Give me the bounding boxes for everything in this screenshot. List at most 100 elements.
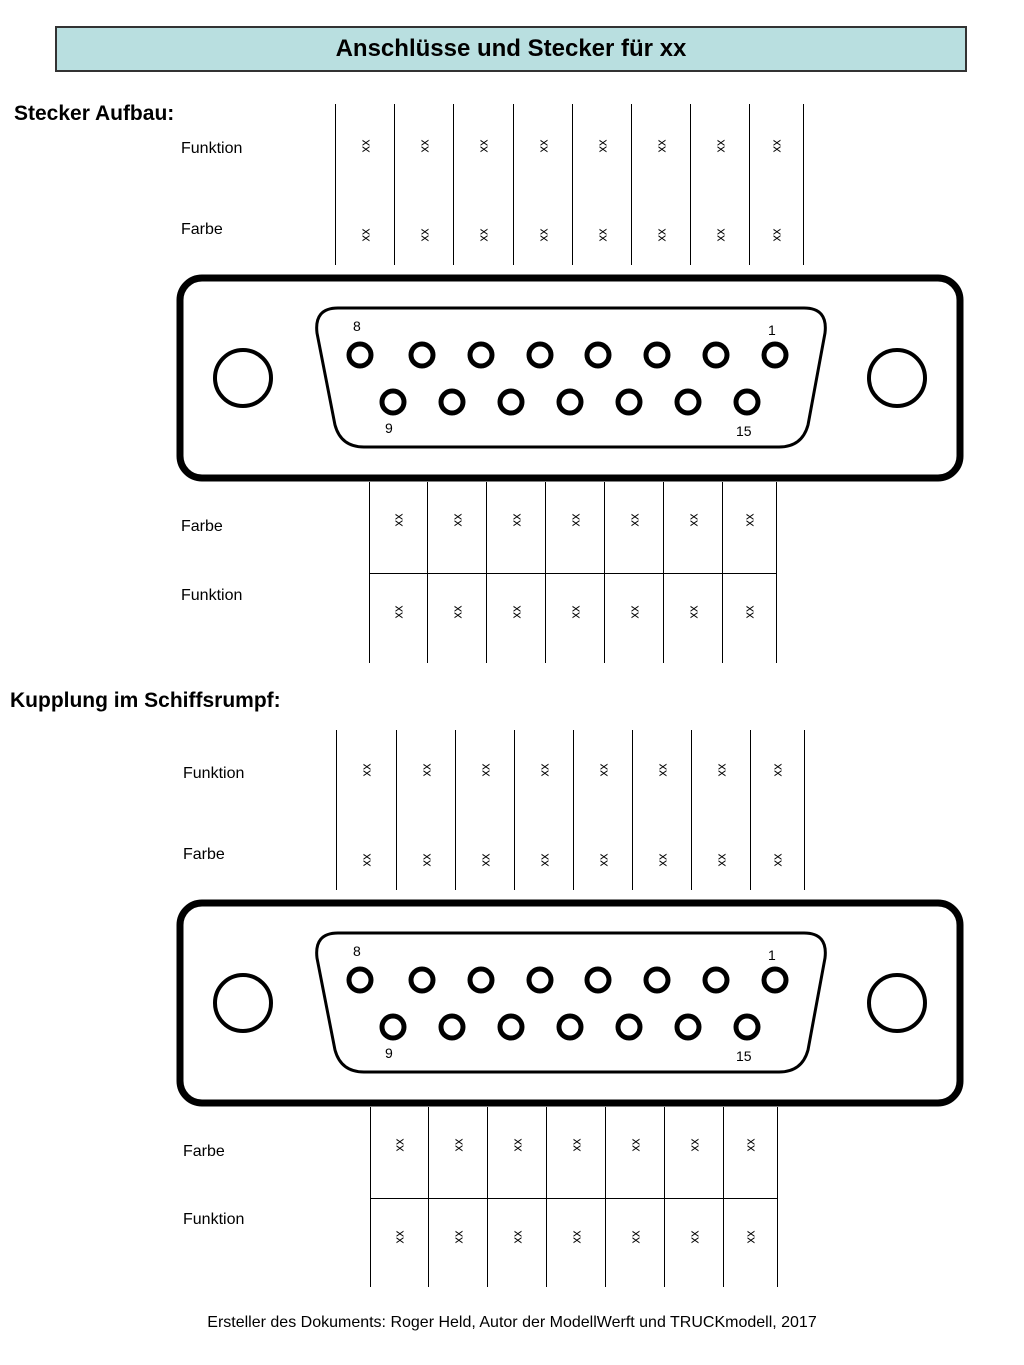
bottom-row1-label: Farbe	[183, 1143, 225, 1160]
pin-top-4	[584, 966, 612, 994]
table-column-line	[335, 104, 336, 265]
top-function-cell: xx	[712, 139, 727, 153]
top-function-cell: xx	[768, 139, 784, 153]
pin-bottom-14	[674, 388, 702, 416]
pin-bottom-11	[497, 388, 525, 416]
pin-label-8: 8	[353, 318, 361, 334]
pin-top-6	[467, 966, 495, 994]
connector-d-shape	[315, 931, 827, 1074]
pin-bottom-12	[556, 388, 584, 416]
table-column-line	[486, 482, 487, 663]
table-row-divider	[369, 573, 776, 574]
top-function-cell: xx	[357, 139, 372, 153]
mounting-hole-left	[213, 973, 273, 1033]
top-color-cell: xx	[357, 228, 372, 242]
top-row2-label: Farbe	[181, 221, 223, 238]
top-color-cell: xx	[535, 228, 550, 242]
bottom-function-cell: xx	[626, 605, 641, 619]
top-color-cell: xx	[768, 228, 784, 242]
top-function-cell: xx	[535, 139, 550, 153]
bottom-function-cell: xx	[390, 605, 406, 619]
top-color-cell: xx	[713, 853, 728, 867]
table-column-line	[723, 1107, 724, 1287]
table-column-line	[545, 482, 546, 663]
pin-bottom-15	[733, 1013, 761, 1041]
top-color-cell: xx	[418, 853, 433, 867]
bottom-function-cell: xx	[391, 1230, 407, 1244]
table-column-line	[632, 730, 633, 890]
pin-top-2	[702, 966, 730, 994]
top-function-cell: xx	[475, 139, 491, 153]
top-function-cell: xx	[477, 763, 492, 777]
table-column-line	[804, 730, 805, 890]
table-column-line	[777, 1107, 778, 1287]
bottom-function-cell: xx	[509, 1230, 524, 1244]
bottom-color-cell: xx	[391, 1138, 407, 1152]
page-title: Anschlüsse und Stecker für xx	[55, 26, 967, 72]
pin-bottom-12	[556, 1013, 584, 1041]
pin-top-7	[408, 341, 436, 369]
table-column-line	[427, 482, 428, 663]
pin-top-5	[526, 966, 554, 994]
table-column-line	[749, 104, 750, 265]
pin-bottom-9	[379, 1013, 407, 1041]
table-column-line	[453, 104, 454, 265]
table-column-line	[631, 104, 632, 265]
top-function-cell: xx	[595, 763, 610, 777]
table-column-line	[396, 730, 397, 890]
table-column-line	[750, 730, 751, 890]
bottom-color-cell: xx	[450, 1138, 465, 1152]
top-function-cell: xx	[358, 763, 374, 777]
top-row2-label: Farbe	[183, 846, 225, 863]
connector-d-shape	[315, 306, 827, 449]
bottom-row2-label: Funktion	[181, 587, 243, 604]
bottom-function-cell: xx	[450, 1230, 465, 1244]
top-color-cell: xx	[654, 853, 669, 867]
top-color-cell: xx	[358, 853, 374, 867]
table-column-line	[605, 1107, 606, 1287]
table-column-line	[776, 482, 777, 663]
pin-label-1: 1	[768, 322, 776, 338]
pin-bottom-10	[438, 1013, 466, 1041]
pin-bottom-10	[438, 388, 466, 416]
pin-label-1: 1	[768, 947, 776, 963]
top-row1-label: Funktion	[181, 140, 243, 157]
pin-top-3	[643, 341, 671, 369]
top-color-cell: xx	[595, 853, 610, 867]
table-column-line	[573, 730, 574, 890]
top-function-cell: xx	[653, 139, 668, 153]
table-row-divider	[370, 1198, 777, 1199]
table-column-line	[487, 1107, 488, 1287]
top-function-cell: xx	[594, 139, 609, 153]
connector-shell	[176, 274, 964, 482]
bottom-function-cell: xx	[508, 605, 523, 619]
top-color-cell: xx	[653, 228, 668, 242]
bottom-color-cell: xx	[686, 1138, 701, 1152]
table-column-line	[722, 482, 723, 663]
pin-bottom-13	[615, 1013, 643, 1041]
top-color-cell: xx	[536, 853, 551, 867]
bottom-color-cell: xx	[390, 513, 406, 527]
pin-label-8: 8	[353, 943, 361, 959]
pin-top-8	[346, 341, 374, 369]
bottom-function-cell: xx	[685, 605, 700, 619]
pin-bottom-15	[733, 388, 761, 416]
bottom-color-cell: xx	[567, 513, 582, 527]
top-function-cell: xx	[654, 763, 669, 777]
bottom-function-cell: xx	[741, 605, 757, 619]
top-function-cell: xx	[713, 763, 728, 777]
pin-bottom-9	[379, 388, 407, 416]
table-column-line	[370, 1107, 371, 1287]
table-column-line	[336, 730, 337, 890]
top-function-cell: xx	[416, 139, 431, 153]
bottom-function-cell: xx	[686, 1230, 701, 1244]
table-column-line	[663, 482, 664, 663]
pin-label-9: 9	[385, 420, 393, 436]
bottom-function-cell: xx	[742, 1230, 758, 1244]
mounting-hole-right	[867, 348, 927, 408]
top-function-cell: xx	[769, 763, 785, 777]
table-column-line	[394, 104, 395, 265]
pin-top-7	[408, 966, 436, 994]
pin-bottom-11	[497, 1013, 525, 1041]
pin-top-5	[526, 341, 554, 369]
